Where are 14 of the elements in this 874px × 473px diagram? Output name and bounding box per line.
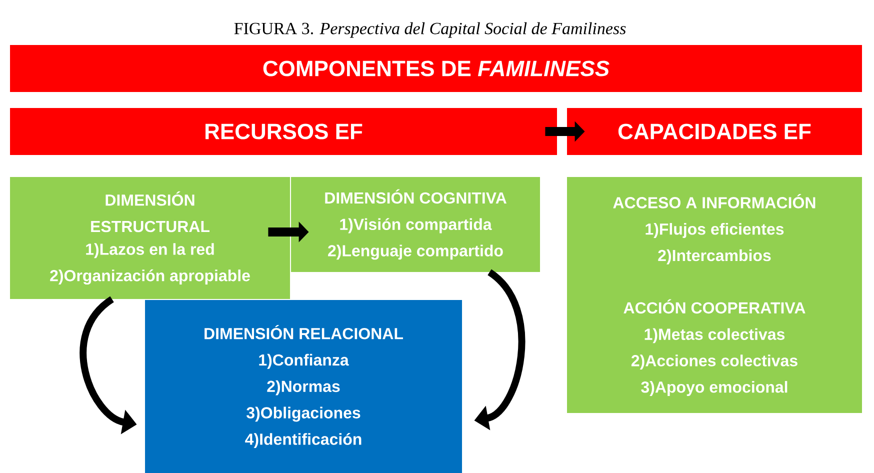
node-label: 2)Lenguaje compartido — [328, 244, 503, 260]
capability-box: ACCESO A INFORMACIÓN 1)Flujos eficientes 2)Intercambios ACCIÓN COOPERATIVA 1)Metas colectivas 2)Acciones colectivas 3)Apoyo emocional — [567, 177, 862, 413]
section-bar: CAPACIDADES EF — [567, 108, 862, 155]
dimension-box: DIMENSIÓN RELACIONAL 1)Confianza 2)Normas 3)Obligaciones 4)Identificación — [145, 300, 462, 473]
banner: COMPONENTES DE FAMILINESS — [10, 45, 862, 92]
node-label: 1)Visión compartida — [340, 218, 492, 234]
node-label: DIMENSIÓN COGNITIVA — [325, 189, 507, 204]
node-label: 1)Lazos en la red — [86, 243, 214, 258]
dimension-box: DIMENSIÓN COGNITIVA 1)Visión compartida 2)Lenguaje compartido — [291, 177, 540, 272]
figure-title: FIGURA 3. Perspectiva del Capital Social de Familiness — [234, 22, 626, 38]
node-label: 2)Organización apropiable — [50, 269, 250, 285]
section-bar: RECURSOS EF — [10, 108, 557, 155]
node-label: DIMENSIÓN ESTRUCTURAL — [91, 191, 210, 232]
dimension-box: DIMENSIÓN ESTRUCTURAL 1)Lazos en la red 2)Organización apropiable — [10, 177, 290, 299]
